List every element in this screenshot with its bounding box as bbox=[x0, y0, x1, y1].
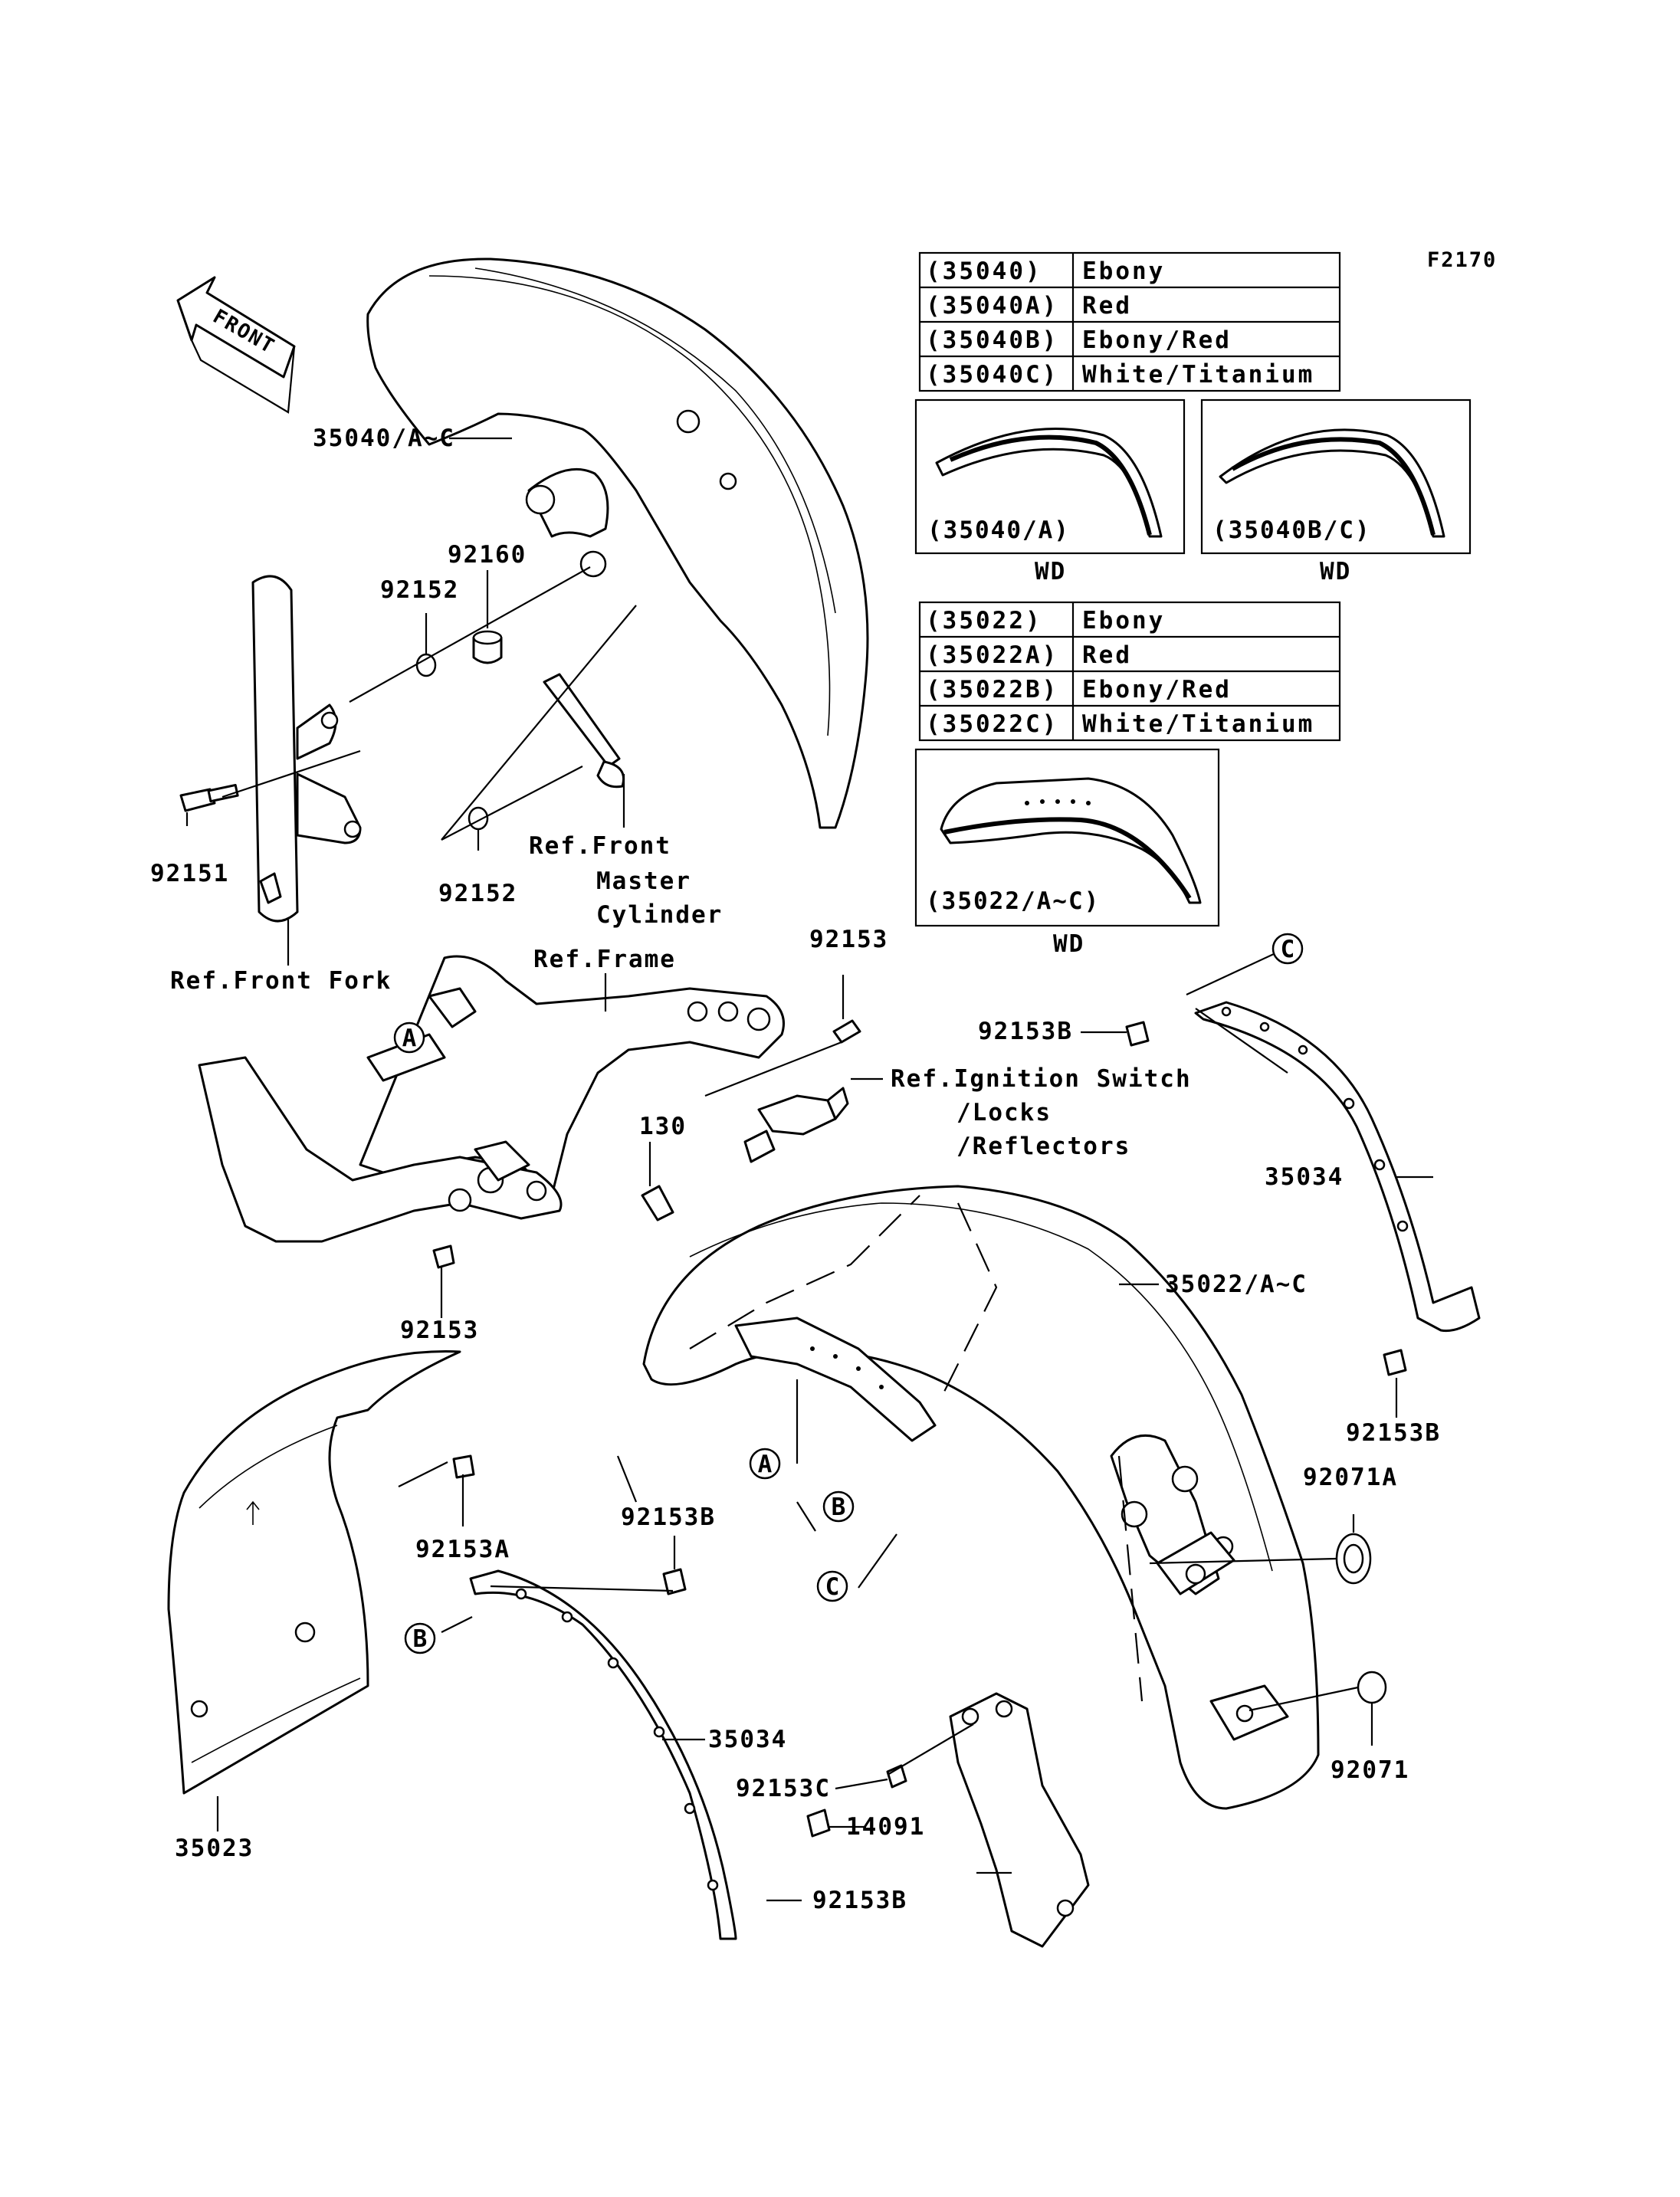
svg-text:B: B bbox=[413, 1625, 428, 1653]
svg-text:B: B bbox=[832, 1494, 846, 1521]
label-130: 130 bbox=[639, 1113, 687, 1140]
ref-marker-b-right: B bbox=[822, 1490, 855, 1523]
ref-marker-a-upper: A bbox=[393, 1021, 425, 1054]
label-ref-ignition: /Reflectors bbox=[956, 1133, 1130, 1160]
color-table-rear-fender: (35022) Ebony (35022A) Red (35022B) Ebon… bbox=[918, 601, 1341, 742]
label-92153b-right: 92153B bbox=[1346, 1419, 1441, 1447]
washer-92071 bbox=[1357, 1671, 1387, 1704]
label-92160: 92160 bbox=[448, 541, 527, 569]
svg-text:C: C bbox=[1281, 936, 1295, 963]
label-ref-ignition: Ref.Ignition Switch bbox=[891, 1065, 1192, 1093]
part-labels: 35040/A~C 92160 92152 92151 92152 Ref.Fr… bbox=[150, 425, 1441, 1914]
label-92153c: 92153C bbox=[736, 1775, 831, 1802]
label-92151: 92151 bbox=[150, 860, 229, 887]
table-code: (35040A) bbox=[926, 292, 1058, 320]
table-color: Ebony bbox=[1082, 257, 1165, 285]
label-92153-left: 92153 bbox=[400, 1317, 479, 1344]
washer-92152 bbox=[415, 653, 437, 677]
label-92153b-mid: 92153B bbox=[621, 1503, 716, 1531]
label-35034-right: 35034 bbox=[1265, 1163, 1344, 1191]
inner-fender-35023 bbox=[167, 1350, 461, 1795]
svg-text:A: A bbox=[758, 1451, 773, 1478]
front-fender-35040 bbox=[366, 257, 869, 829]
label-92153b-top: 92153B bbox=[978, 1018, 1073, 1045]
variant-caption: WD bbox=[1320, 558, 1351, 585]
bolt-92153-left bbox=[432, 1244, 455, 1269]
label-92152-top: 92152 bbox=[380, 576, 459, 604]
bolt-92153b-right bbox=[1383, 1349, 1407, 1376]
bolt-92151 bbox=[179, 784, 239, 812]
table-color: Red bbox=[1082, 292, 1132, 320]
rear-fender-35022 bbox=[642, 1185, 1320, 1810]
label-35022: 35022/A~C bbox=[1165, 1271, 1308, 1298]
figure-code: F2170 bbox=[1427, 248, 1497, 272]
ref-marker-c-lower: C bbox=[816, 1570, 848, 1602]
fender-trim-35034-right bbox=[1194, 1001, 1481, 1333]
label-92152-bottom: 92152 bbox=[438, 880, 517, 907]
grommet-92071a bbox=[1335, 1533, 1372, 1585]
variant-label: (35040/A) bbox=[927, 516, 1070, 544]
table-code: (35040B) bbox=[926, 326, 1058, 354]
ref-marker-a-lower: A bbox=[749, 1448, 781, 1480]
table-code: (35040) bbox=[926, 257, 1042, 285]
front-direction-arrow: FRONT bbox=[176, 276, 296, 414]
label-35040: 35040/A~C bbox=[313, 425, 455, 452]
bolt-92153b-top bbox=[1125, 1021, 1150, 1047]
leader-lines bbox=[185, 437, 1433, 1902]
label-14091: 14091 bbox=[846, 1813, 925, 1841]
label-35034-left: 35034 bbox=[708, 1726, 787, 1753]
variant-box-35022: (35022/A~C) WD bbox=[914, 748, 1220, 958]
variant-label: (35040B/C) bbox=[1212, 516, 1371, 544]
table-color: White/Titanium bbox=[1082, 361, 1314, 389]
variant-caption: WD bbox=[1035, 558, 1066, 585]
variant-caption: WD bbox=[1053, 930, 1084, 958]
ignition-bracket bbox=[743, 1087, 849, 1163]
nut-92153c bbox=[886, 1764, 907, 1789]
table-color: Red bbox=[1082, 641, 1132, 669]
label-92071a: 92071A bbox=[1303, 1464, 1398, 1491]
label-ref-frame: Ref.Frame bbox=[533, 946, 676, 973]
front-fork-tube bbox=[251, 575, 362, 923]
washer-92152-lower bbox=[468, 806, 489, 831]
color-table-front-fender: (35040) Ebony (35040A) Red (35040B) Ebon… bbox=[918, 251, 1341, 392]
label-ref-front-master: Cylinder bbox=[596, 901, 723, 929]
fender-trim-35034-left bbox=[469, 1569, 737, 1940]
bolt-92153b-mid bbox=[662, 1568, 687, 1595]
label-92153b-bottom: 92153B bbox=[812, 1887, 907, 1914]
label-ref-front-master: Master bbox=[596, 867, 691, 895]
frame-reference bbox=[198, 955, 785, 1243]
table-color: White/Titanium bbox=[1082, 710, 1314, 738]
svg-text:C: C bbox=[825, 1573, 840, 1601]
bracket-14091 bbox=[949, 1692, 1090, 1948]
table-code: (35022) bbox=[926, 607, 1042, 635]
collar-92160 bbox=[472, 630, 503, 664]
label-92153-top: 92153 bbox=[809, 926, 888, 953]
label-ref-ignition: /Locks bbox=[956, 1099, 1052, 1126]
brake-hose-clip bbox=[543, 673, 625, 789]
table-code: (35022A) bbox=[926, 641, 1058, 669]
variant-box-35040-bc: (35040B/C) WD bbox=[1200, 398, 1472, 585]
bolt-92153a bbox=[452, 1454, 475, 1479]
label-92071: 92071 bbox=[1331, 1756, 1409, 1784]
table-code: (35022C) bbox=[926, 710, 1058, 738]
label-35023: 35023 bbox=[175, 1835, 254, 1862]
table-code: (35022B) bbox=[926, 676, 1058, 703]
variant-box-35040-a: (35040/A) WD bbox=[914, 398, 1186, 585]
table-color: Ebony/Red bbox=[1082, 676, 1232, 703]
ref-marker-c-upper: C bbox=[1271, 933, 1304, 965]
bolt-92153b-bottom bbox=[806, 1808, 831, 1838]
bolt-130 bbox=[641, 1185, 674, 1221]
label-ref-front-master: Ref.Front bbox=[529, 832, 671, 860]
variant-label: (35022/A~C) bbox=[926, 887, 1100, 915]
bolt-92153 bbox=[832, 1019, 861, 1044]
table-color: Ebony bbox=[1082, 607, 1165, 635]
ref-marker-b-left: B bbox=[404, 1622, 436, 1654]
table-code: (35040C) bbox=[926, 361, 1058, 389]
label-ref-front-fork: Ref.Front Fork bbox=[170, 967, 392, 995]
label-92153a: 92153A bbox=[415, 1536, 510, 1563]
table-color: Ebony/Red bbox=[1082, 326, 1232, 354]
svg-text:A: A bbox=[402, 1025, 417, 1052]
